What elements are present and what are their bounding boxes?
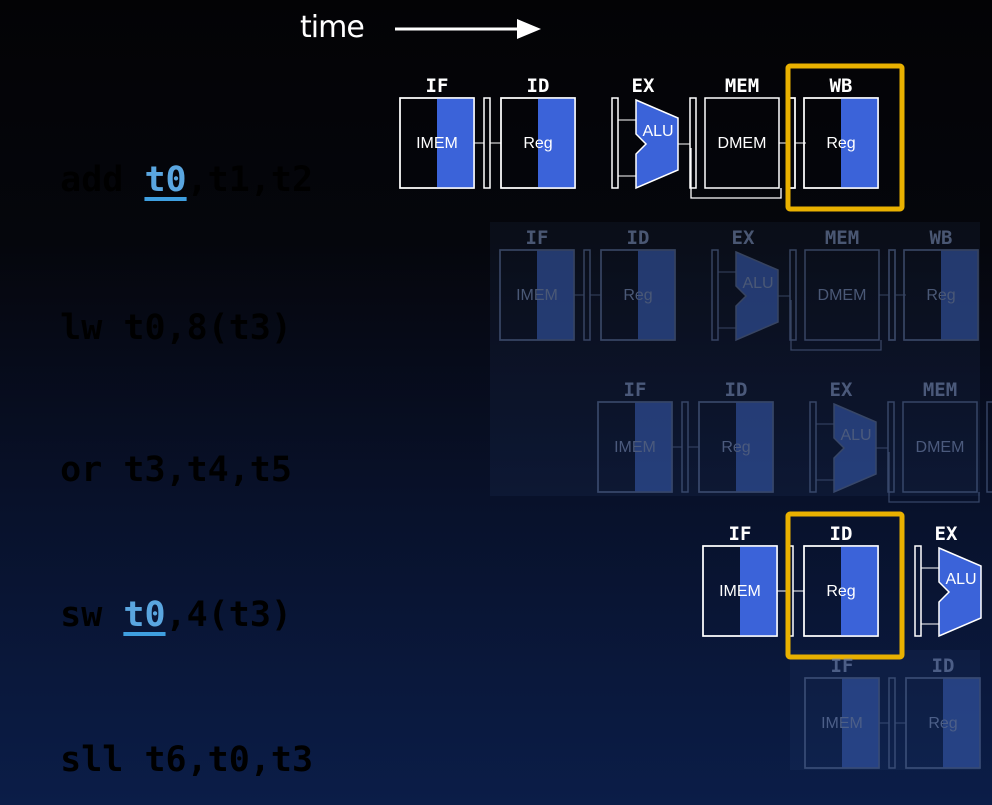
unit-label: Reg [623,287,652,304]
instruction-text-after: ,4(t3) [165,595,292,635]
unit-label: ALU [642,123,673,140]
highlight-box [785,511,905,660]
stage-id: ID Reg [600,227,676,341]
stage-label: EX [732,227,755,249]
stage-mem: MEM DMEM [790,227,906,351]
stage-label: IF [624,379,647,401]
unit-label: IMEM [416,135,458,152]
unit-label: IMEM [516,287,558,304]
unit-label: IMEM [719,583,761,600]
unit-label: IMEM [821,715,863,732]
stage-id: ID Reg [698,379,774,493]
stage-ex: EX ALU [914,523,982,638]
pipeline-row: IF IMEM ID Reg EX ALU MEM DMEM WB Reg [399,63,905,212]
stage-label: IF [729,523,752,545]
alu-unit [635,98,679,190]
unit-label: Reg [721,439,750,456]
stage-ex: EX ALU [611,75,697,190]
pipeline-row: IF IMEM ID Reg [804,655,981,769]
unit-box [902,401,978,493]
instruction-sw: sw t0,4(t3) [18,555,292,635]
alu-unit [938,546,982,638]
stage-label: IF [526,227,549,249]
instruction-sll: sll t6,t0,t3 [18,700,313,780]
stage-label: ID [932,655,955,677]
time-arrow-icon [395,19,541,39]
unit-label: ALU [742,275,773,292]
unit-label: Reg [826,135,855,152]
instruction-or: or t3,t4,t5 [18,410,292,490]
unit-label: DMEM [818,287,867,304]
stage-label: IF [831,655,854,677]
highlight-box [785,63,905,212]
alu-unit [735,250,779,342]
unit-label: DMEM [718,135,767,152]
stage-wb: WB Reg [803,75,879,189]
stage-label: ID [725,379,748,401]
unit-label: Reg [926,287,955,304]
instruction-text: sll t6,t0,t3 [60,740,314,780]
stage-label: WB [830,75,853,97]
stage-label: EX [632,75,655,97]
instruction-text-after: ,t1,t2 [186,160,314,200]
instruction-add: add t0,t1,t2 [18,120,313,200]
unit-label: Reg [523,135,552,152]
stage-id: ID Reg [803,523,879,637]
unit-label: ALU [840,427,871,444]
stage-label: ID [627,227,650,249]
pipeline-row: IF IMEM ID Reg EX ALU [702,511,982,660]
stage-id: ID Reg [905,655,981,769]
stage-ex: EX ALU [809,379,895,494]
unit-label: DMEM [916,439,965,456]
instruction-text: or t3,t4,t5 [60,450,292,490]
stage-if: IF IMEM [597,379,699,493]
pipeline-row: IF IMEM ID Reg EX ALU MEM DMEM WB Reg [499,227,979,351]
stage-label: ID [527,75,550,97]
stage-if: IF IMEM [702,523,804,637]
stage-if: IF IMEM [804,655,906,769]
stage-if: IF IMEM [399,75,501,189]
instruction-text-before: sw [60,595,124,635]
stage-label: WB [930,227,953,249]
unit-label: Reg [826,583,855,600]
instruction-lw: lw t0,8(t3) [18,268,292,348]
unit-label: ALU [945,571,976,588]
stage-label: IF [426,75,449,97]
stage-if: IF IMEM [499,227,601,341]
stage-label: MEM [923,379,957,401]
stage-label: MEM [725,75,759,97]
register-t0-highlight: t0 [123,595,166,635]
stage-label: ID [830,523,853,545]
instruction-text-before: add [60,160,145,200]
unit-label: IMEM [614,439,656,456]
register-t0-highlight: t0 [144,160,187,200]
time-label: time [300,10,365,45]
stage-label: MEM [825,227,859,249]
stage-ex: EX ALU [711,227,797,342]
pipeline-row: IF IMEM ID Reg EX ALU MEM DMEM [597,379,992,503]
stage-wb: WB Reg [903,227,979,341]
stage-label: EX [830,379,853,401]
stage-mem: MEM DMEM [888,379,992,503]
unit-label: Reg [928,715,957,732]
instruction-text: lw t0,8(t3) [60,308,292,348]
stage-id: ID Reg [500,75,576,189]
stage-label: EX [935,523,958,545]
stage-mem: MEM DMEM [690,75,806,199]
alu-unit [833,402,877,494]
